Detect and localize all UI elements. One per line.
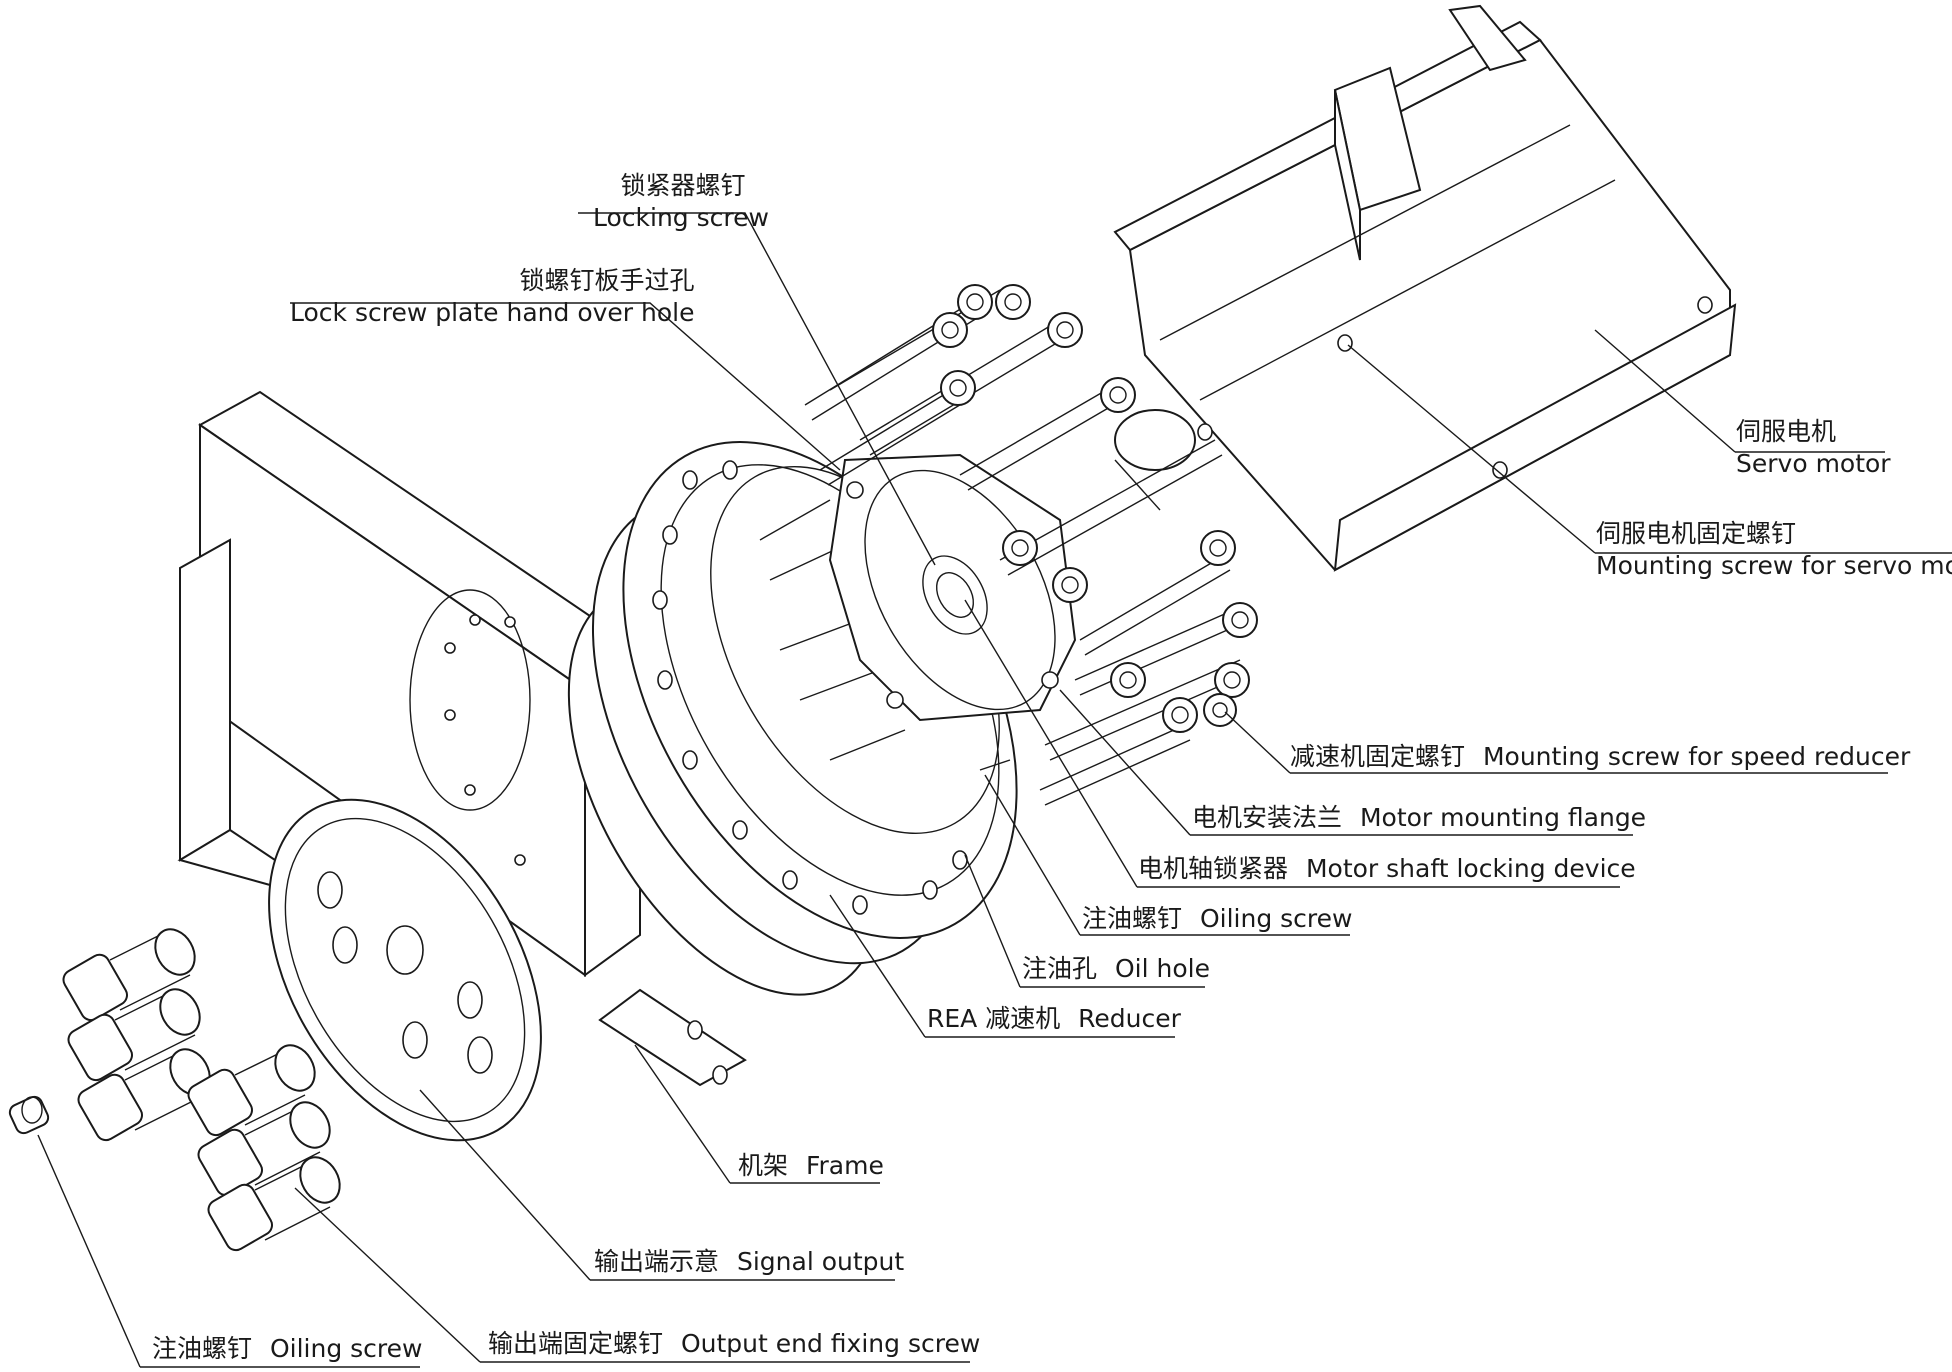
label-motor-shaft-locking-en: Motor shaft locking device — [1305, 854, 1636, 883]
label-reducer-en: Reducer — [1078, 1004, 1181, 1033]
label-output-end-screw-en: Output end fixing screw — [680, 1329, 981, 1358]
label-lock-screw-plate-zh: 锁螺钉板手过孔 — [519, 266, 695, 295]
label-output-end-screw: 输出端固定螺钉 Output end fixing screw — [488, 1328, 980, 1360]
label-locking-screw-en: Locking screw — [593, 203, 769, 232]
label-oil-hole: 注油孔 Oil hole — [1022, 953, 1210, 985]
label-motor-mounting-flange-en: Motor mounting flange — [1359, 803, 1647, 832]
reducer-drawing — [567, 441, 1018, 1085]
label-motor-shaft-locking: 电机轴锁紧器 Motor shaft locking device — [1138, 853, 1636, 885]
label-oiling-screw-lower-en: Oiling screw — [269, 1334, 423, 1363]
label-oil-hole-en: Oil hole — [1114, 954, 1210, 983]
label-reducer-zh: REA 减速机 — [927, 1004, 1061, 1033]
servo-motor-drawing — [1113, 4, 1737, 572]
label-frame-en: Frame — [805, 1151, 884, 1180]
label-oiling-screw-lower: 注油螺钉 Oiling screw — [152, 1333, 422, 1365]
label-servo-mounting-screw-en: Mounting screw for servo motor — [1596, 551, 1952, 580]
label-reducer-mounting-screw-zh: 减速机固定螺钉 — [1290, 742, 1466, 771]
label-servo-mounting-screw: 伺服电机固定螺钉 Mounting screw for servo motor — [1596, 518, 1952, 582]
label-motor-shaft-locking-zh: 电机轴锁紧器 — [1138, 854, 1289, 883]
label-frame: 机架 Frame — [738, 1150, 884, 1182]
label-motor-mounting-flange: 电机安装法兰 Motor mounting flange — [1192, 802, 1646, 834]
label-motor-mounting-flange-zh: 电机安装法兰 — [1192, 803, 1343, 832]
label-servo-motor: 伺服电机 Servo motor — [1736, 416, 1891, 480]
label-lock-screw-plate-en: Lock screw plate hand over hole — [290, 298, 695, 327]
frame-holes — [444, 614, 526, 866]
label-signal-output-zh: 输出端示意 — [594, 1247, 720, 1276]
label-lock-screw-plate: 锁螺钉板手过孔 Lock screw plate hand over hole — [290, 265, 694, 329]
locking-screws-drawing — [804, 284, 1083, 486]
label-locking-screw: 锁紧器螺钉 Locking screw — [593, 170, 769, 234]
label-signal-output-en: Signal output — [736, 1247, 905, 1276]
label-reducer-mounting-screw: 减速机固定螺钉 Mounting screw for speed reducer — [1290, 741, 1910, 773]
output-end-screws-drawing — [62, 928, 341, 1252]
reducer-mounting-screws-drawing — [979, 530, 1258, 806]
label-reducer-mounting-screw-en: Mounting screw for speed reducer — [1482, 742, 1911, 771]
label-oil-hole-zh: 注油孔 — [1022, 954, 1098, 983]
label-servo-mounting-screw-zh: 伺服电机固定螺钉 — [1596, 519, 1797, 548]
small-oiling-screw-drawing — [8, 1095, 50, 1135]
label-signal-output: 输出端示意 Signal output — [594, 1246, 904, 1278]
label-servo-motor-zh: 伺服电机 — [1736, 417, 1837, 446]
label-servo-motor-en: Servo motor — [1736, 449, 1891, 478]
label-output-end-screw-zh: 输出端固定螺钉 — [488, 1329, 664, 1358]
label-oiling-screw-upper-zh: 注油螺钉 — [1082, 904, 1183, 933]
leader-lines — [37, 212, 1952, 1368]
label-frame-zh: 机架 — [738, 1151, 789, 1180]
output-flange-drawing — [268, 798, 542, 1142]
label-oiling-screw-lower-zh: 注油螺钉 — [152, 1334, 253, 1363]
label-oiling-screw-upper-en: Oiling screw — [1199, 904, 1353, 933]
label-reducer: REA 减速机 Reducer — [927, 1003, 1181, 1035]
label-oiling-screw-upper: 注油螺钉 Oiling screw — [1082, 903, 1352, 935]
servo-mounting-screws-drawing — [959, 377, 1223, 576]
label-locking-screw-zh: 锁紧器螺钉 — [620, 171, 746, 200]
